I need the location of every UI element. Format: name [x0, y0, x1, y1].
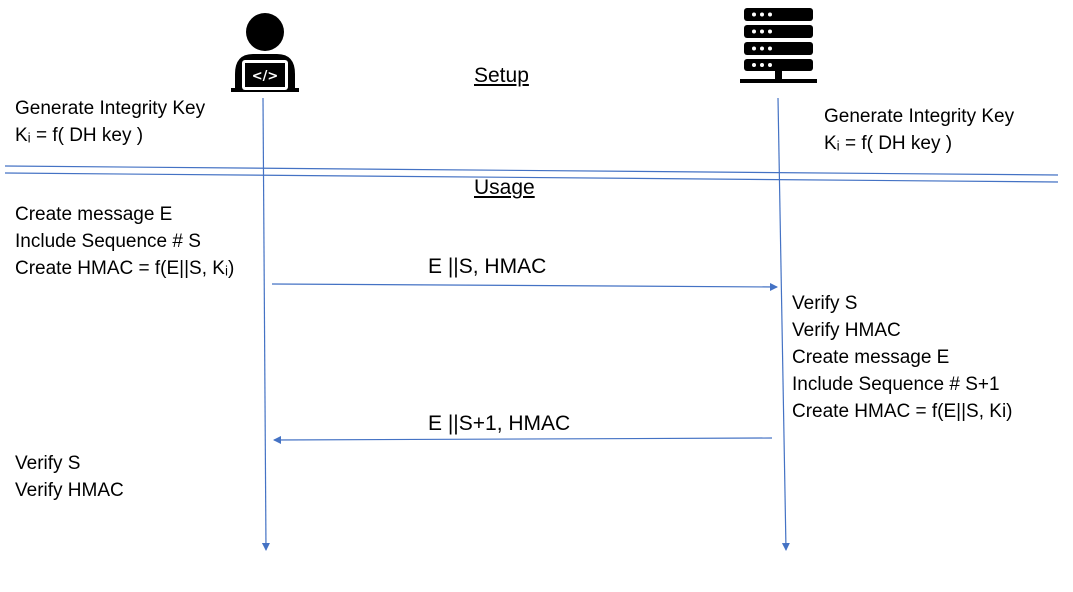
- client-verify-steps: Verify S Verify HMAC: [15, 450, 124, 504]
- server-process-line: Verify S: [792, 293, 858, 314]
- client-setup-text: Generate Integrity Key Kᵢ = f( DH key ): [15, 95, 205, 149]
- separator-line-bottom: [4, 172, 1059, 183]
- client-setup-line: Kᵢ = f( DH key ): [15, 125, 144, 146]
- response-arrow: [273, 435, 773, 444]
- setup-heading: Setup: [474, 64, 529, 87]
- server-setup-line: Generate Integrity Key: [824, 106, 1015, 127]
- request-arrow: [271, 282, 778, 291]
- response-message-label: E ||S+1, HMAC: [428, 412, 571, 435]
- separator-line-top: [4, 165, 1059, 176]
- server-process-line: Create HMAC = f(E||S, Ki): [792, 401, 1013, 422]
- client-send-line: Include Sequence # S: [15, 231, 201, 252]
- client-verify-line: Verify S: [15, 453, 81, 474]
- client-lifeline: [261, 97, 270, 551]
- server-process-line: Create message E: [792, 347, 950, 368]
- client-setup-line: Generate Integrity Key: [15, 98, 206, 119]
- server-setup-text: Generate Integrity Key Kᵢ = f( DH key ): [824, 103, 1014, 157]
- client-verify-line: Verify HMAC: [15, 480, 124, 501]
- client-send-steps: Create message E Include Sequence # S Cr…: [15, 201, 234, 282]
- client-send-line: Create HMAC = f(E||S, Kᵢ): [15, 258, 235, 279]
- developer-user-icon: </>: [229, 10, 301, 92]
- server-process-line: Include Sequence # S+1: [792, 374, 1000, 395]
- server-lifeline: [777, 97, 790, 551]
- server-process-steps: Verify S Verify HMAC Create message E In…: [792, 290, 1013, 425]
- svg-text:</>: </>: [252, 69, 279, 84]
- client-send-line: Create message E: [15, 204, 173, 225]
- usage-heading: Usage: [474, 176, 535, 199]
- server-setup-line: Kᵢ = f( DH key ): [824, 133, 953, 154]
- request-message-label: E ||S, HMAC: [428, 255, 547, 278]
- server-process-line: Verify HMAC: [792, 320, 901, 341]
- server-icon: [740, 6, 817, 86]
